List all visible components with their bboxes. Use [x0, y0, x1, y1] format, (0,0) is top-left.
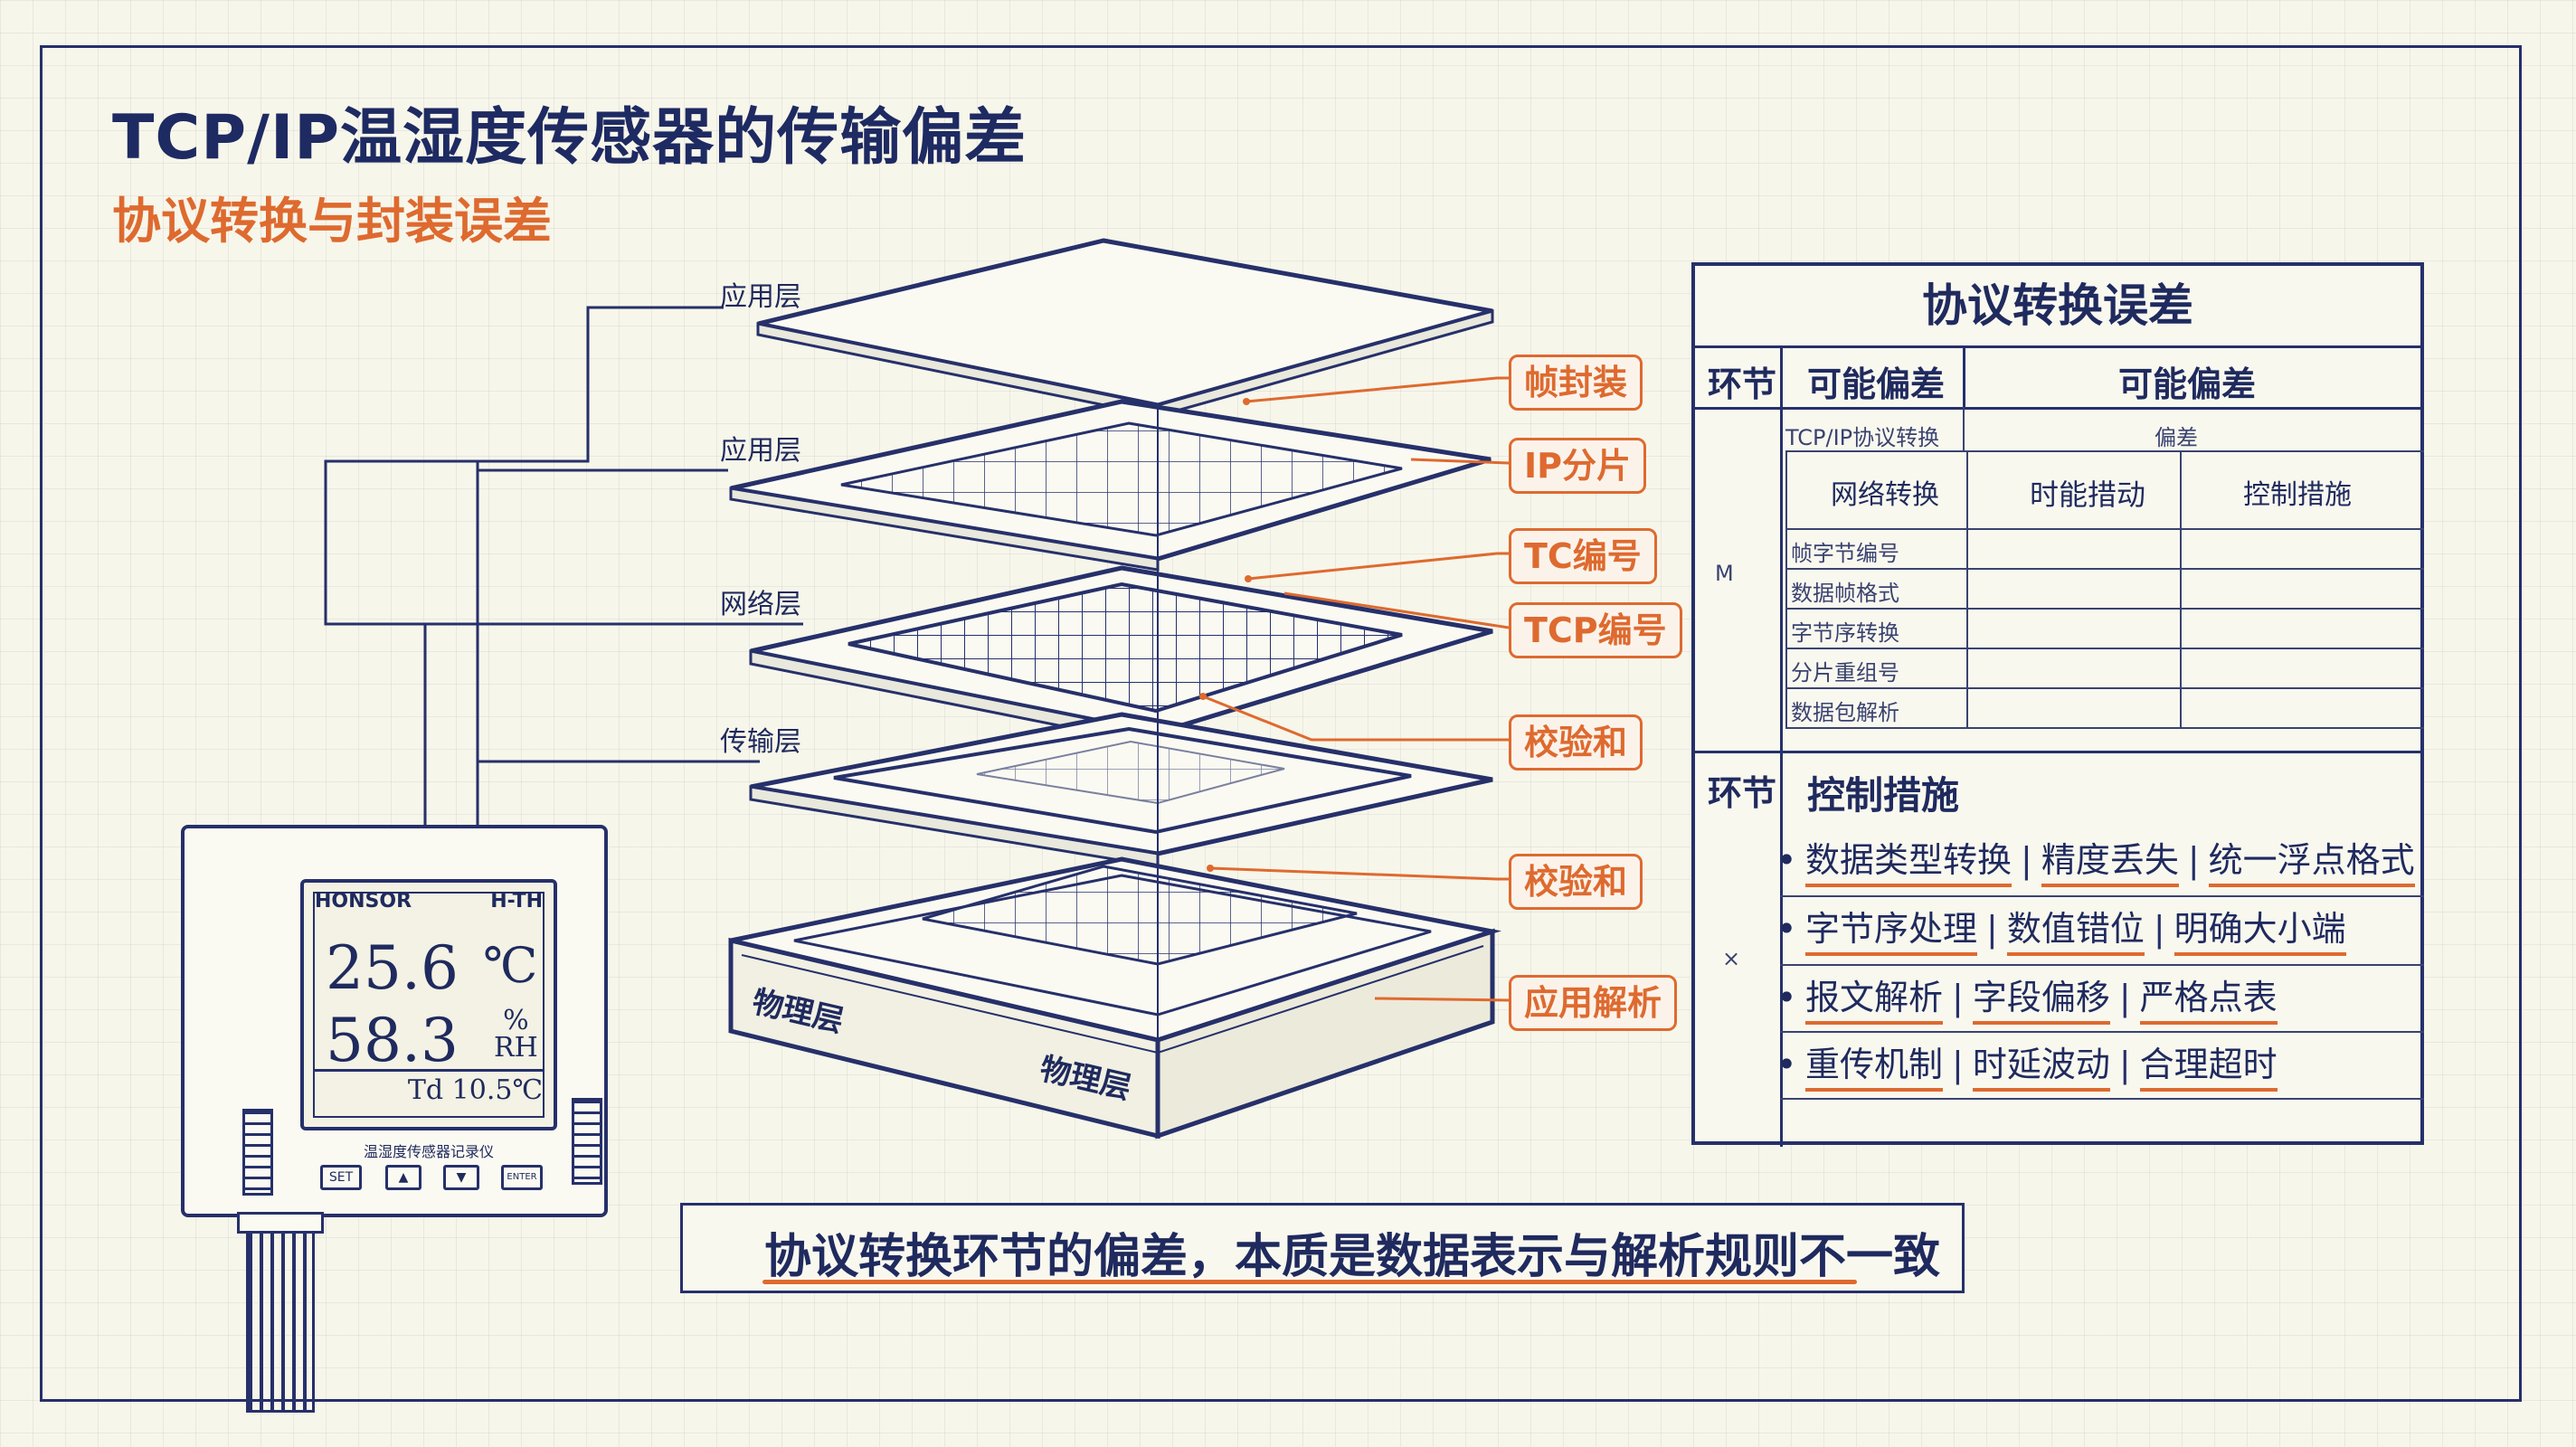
down-button[interactable]: ▼: [443, 1165, 479, 1190]
table-row: 分片重组号: [1785, 648, 2424, 689]
lower-header-col2: 控制措施: [1807, 773, 1960, 818]
panel-title: 协议转换误差: [1695, 266, 2420, 348]
humidity-value: 58.3: [326, 1006, 459, 1075]
humidity-unit: % RH: [494, 1005, 538, 1064]
control-item-3: •报文解析|字段偏移|严格点表: [1776, 969, 2410, 1025]
layer-label-3: 网络层: [720, 589, 801, 620]
enter-button[interactable]: ENTER: [501, 1165, 543, 1190]
panel-header-col2: 可能偏差: [1807, 364, 1946, 404]
control-item-1: •数据类型转换|精度丢失|统一浮点格式: [1776, 832, 2415, 887]
lower-left-label: ×: [1722, 946, 1741, 971]
physical-base-box: [728, 856, 1501, 1140]
conclusion-text: 协议转换环节的偏差，本质是数据表示与解析规则不一致: [764, 1230, 1941, 1284]
sensor-probe-cap: [237, 1212, 324, 1234]
mid-rows: 帧字节编号 数据帧格式 字节序转换 分片重组号 数据包解析: [1785, 528, 2424, 729]
mid-left-label: M: [1715, 561, 1734, 586]
page-title: TCP/IP温湿度传感器的传输偏差: [112, 102, 1028, 174]
device-model: H-TH: [490, 890, 543, 913]
temperature-value: 25.6: [326, 933, 459, 1003]
layer-plate-2: [729, 399, 1492, 572]
panel-header-col1: 环节: [1708, 364, 1777, 404]
callout-ip-fragment: IP分片: [1509, 438, 1646, 494]
lower-header-col1: 环节: [1708, 773, 1777, 813]
conclusion-underline: [762, 1280, 1857, 1284]
callout-tcp-number: TCP编号: [1509, 602, 1682, 658]
set-button[interactable]: SET: [320, 1165, 362, 1190]
table-row: 数据帧格式: [1785, 568, 2424, 610]
up-button[interactable]: ▲: [385, 1165, 421, 1190]
dewpoint-value: Td 10.5℃: [407, 1074, 543, 1106]
callout-checksum-2: 校验和: [1509, 854, 1643, 910]
protocol-error-panel: 协议转换误差 环节 可能偏差 可能偏差 TCP/IP协议转换 偏差 网络转换 时…: [1691, 262, 2424, 1147]
panel-subheader-left: TCP/IP协议转换: [1785, 425, 1940, 450]
callout-tc-number: TC编号: [1509, 528, 1657, 584]
device-screen: HONSOR H-TH 25.6 ℃ 58.3 % RH Td 10.5℃: [300, 879, 557, 1130]
table-row: 字节序转换: [1785, 608, 2424, 649]
control-item-2: •字节序处理|数值错位|明确大小端: [1776, 901, 2410, 956]
outer-frame: [40, 45, 2522, 1402]
layer-label-1: 应用层: [720, 281, 801, 313]
panel-subheader-right: 偏差: [2155, 425, 2198, 450]
temperature-unit: ℃: [483, 937, 538, 994]
device-vent-right: [572, 1098, 602, 1185]
layer-label-2: 应用层: [720, 435, 801, 467]
table-row: 数据包解析: [1785, 687, 2424, 729]
callout-leaders: [1202, 376, 1510, 1002]
table-row: 帧字节编号: [1785, 528, 2424, 570]
conclusion-box: 协议转换环节的偏差，本质是数据表示与解析规则不一致: [680, 1203, 1965, 1293]
device-brand: HONSOR: [315, 890, 412, 913]
page-subtitle: 协议转换与封装误差: [112, 193, 552, 250]
layer-plate-4: [749, 712, 1493, 868]
callout-frame-encapsulation: 帧封装: [1509, 355, 1643, 411]
panel-header-col3: 可能偏差: [2118, 364, 2257, 404]
callout-checksum-1: 校验和: [1509, 714, 1643, 771]
mid-header-col1: 网络转换: [1831, 479, 1939, 511]
layer-plate-1: [756, 238, 1494, 418]
layer-label-4: 传输层: [720, 726, 801, 758]
control-item-4: •重传机制|时延波动|合理超时: [1776, 1036, 2410, 1092]
callout-dots: [1199, 398, 1252, 872]
device-vent-left: [242, 1109, 273, 1196]
device-footer-label: 温湿度传感器记录仪: [363, 1143, 494, 1160]
mid-header-col3: 控制措施: [2243, 479, 2352, 511]
layer-leader-lines: [324, 306, 803, 825]
sensor-probe: [246, 1217, 315, 1413]
callout-app-parsing: 应用解析: [1509, 975, 1678, 1031]
mid-header-col2: 时能措动: [2030, 478, 2146, 512]
sensor-device: HONSOR H-TH 25.6 ℃ 58.3 % RH Td 10.5℃ 温湿…: [181, 825, 608, 1217]
